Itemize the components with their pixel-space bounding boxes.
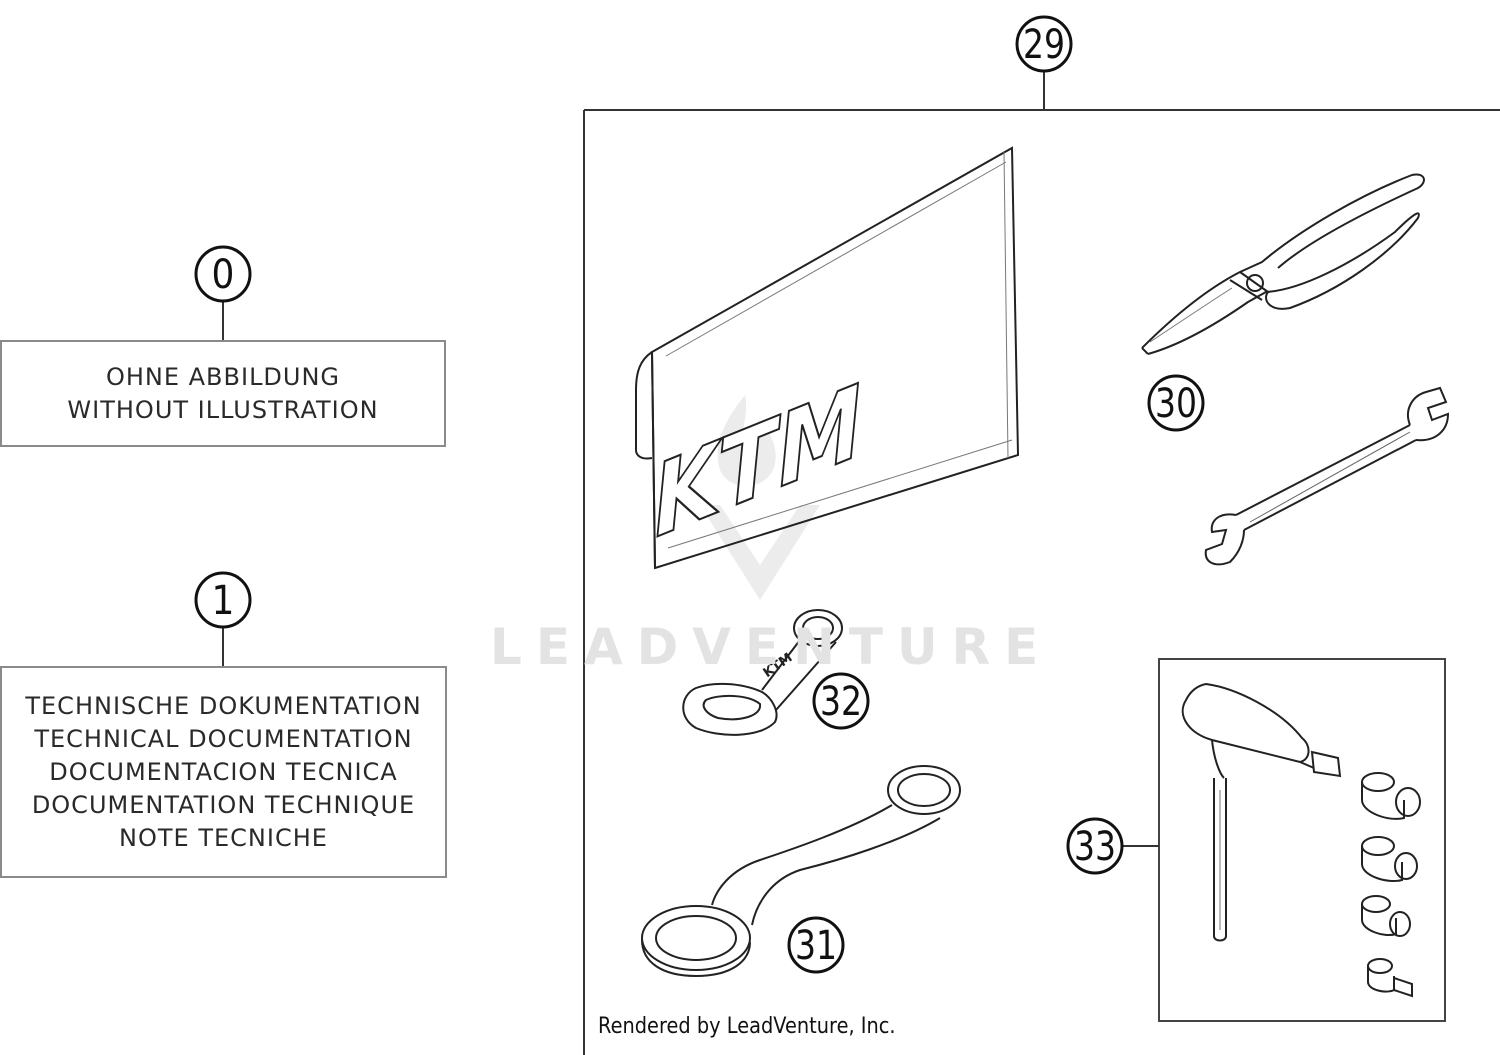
- svg-text:1: 1: [212, 578, 235, 624]
- box1-line: DOCUMENTATION TECHNIQUE: [31, 790, 416, 819]
- technical-documentation-box: TECHNISCHE DOKUMENTATION TECHNICAL DOCUM…: [0, 666, 447, 878]
- callout-0: 0: [194, 245, 252, 303]
- box0-line: WITHOUT ILLUSTRATION: [67, 395, 379, 424]
- svg-text:32: 32: [820, 679, 862, 725]
- group-33-box: [1158, 658, 1446, 1022]
- socket-bit-icon: [1361, 772, 1421, 820]
- socket-bit-icon: [1367, 958, 1413, 998]
- callout-33: 33: [1066, 817, 1124, 875]
- open-end-wrench-icon: [1204, 386, 1450, 566]
- svg-text:0: 0: [212, 252, 235, 298]
- callout-30: 30: [1147, 374, 1205, 432]
- large-box-wrench-icon: [641, 765, 961, 978]
- box1-line: NOTE TECNICHE: [119, 823, 328, 852]
- box1-line: TECHNICAL DOCUMENTATION: [34, 724, 413, 753]
- socket-bit-icon: [1361, 895, 1411, 937]
- without-illustration-box: OHNE ABBILDUNG WITHOUT ILLUSTRATION: [0, 340, 446, 447]
- svg-text:30: 30: [1155, 381, 1197, 427]
- ktm-logo-text: KTM: [649, 364, 866, 561]
- watermark-text: LEADVENTURE: [490, 618, 1053, 676]
- rendered-by-footer: Rendered by LeadVenture, Inc.: [598, 1014, 896, 1039]
- svg-text:31: 31: [795, 923, 837, 969]
- socket-bit-icon: [1361, 836, 1418, 882]
- callout-1: 1: [194, 571, 252, 629]
- callout-32: 32: [812, 672, 870, 730]
- box1-line: TECHNISCHE DOKUMENTATION: [25, 691, 422, 720]
- pliers-icon: [1141, 173, 1425, 355]
- callout-31: 31: [787, 916, 845, 974]
- t-handle-hex-key-icon: [1181, 682, 1342, 942]
- svg-text:33: 33: [1074, 824, 1116, 870]
- tool-bag-icon: KTM: [635, 146, 1020, 570]
- box1-line: DOCUMENTACION TECNICA: [49, 757, 398, 786]
- callout-29: 29: [1015, 15, 1073, 73]
- box0-line: OHNE ABBILDUNG: [105, 362, 341, 391]
- group-29-bracket: [583, 70, 1500, 1055]
- svg-text:29: 29: [1023, 22, 1065, 68]
